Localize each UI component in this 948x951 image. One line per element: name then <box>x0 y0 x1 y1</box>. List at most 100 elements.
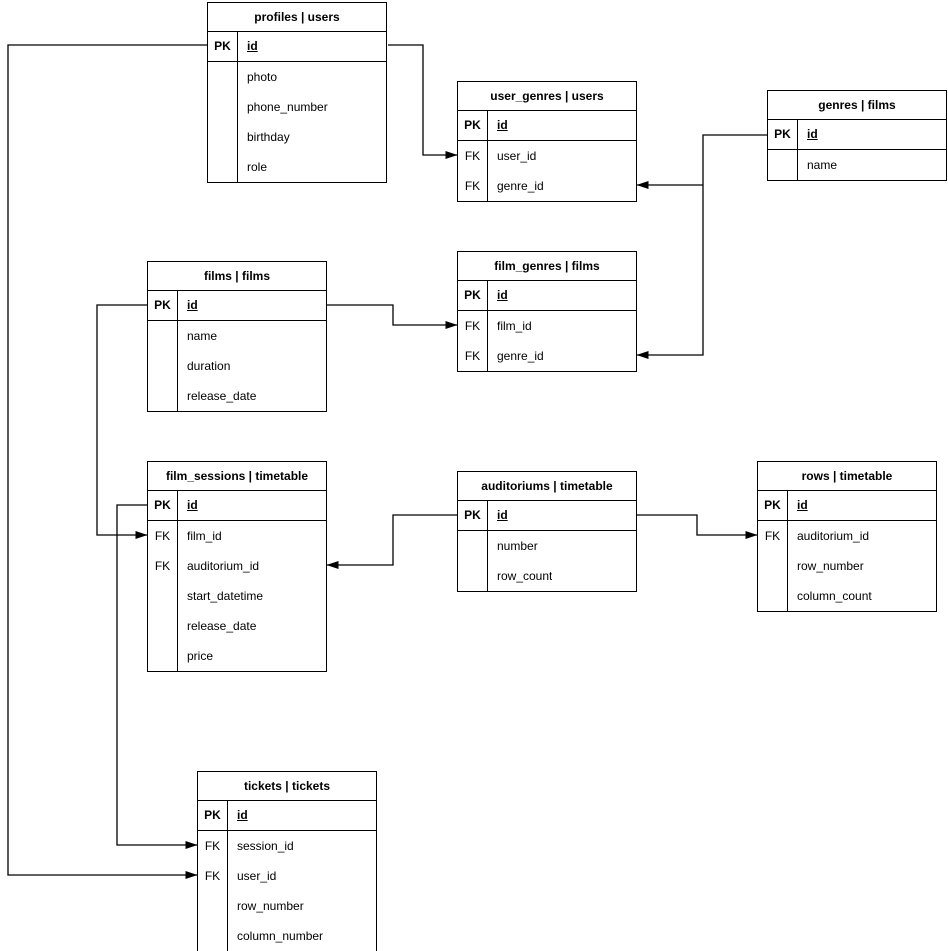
key-label: PK <box>148 491 178 520</box>
attribute-row: PK id <box>768 120 946 150</box>
attribute-row: FK film_id <box>458 311 636 341</box>
entity-genres[interactable]: genres | films PK id name <box>767 90 947 181</box>
attribute-row: name <box>148 321 326 351</box>
attribute-name: role <box>247 160 268 174</box>
entity-title: film_genres | films <box>458 252 636 281</box>
attribute-row: role <box>208 152 386 182</box>
attribute-name: id <box>497 288 508 302</box>
relationship-connector[interactable] <box>96 304 148 539</box>
attribute-row: row_number <box>758 551 936 581</box>
attribute-name: id <box>497 508 508 522</box>
entity-title: genres | films <box>768 91 946 120</box>
attribute-name: row_count <box>497 569 553 583</box>
relationship-connector[interactable] <box>637 514 758 539</box>
key-label <box>208 152 238 182</box>
attribute-row: price <box>148 641 326 671</box>
attribute-row: PK id <box>458 501 636 531</box>
attribute-name: photo <box>247 70 278 84</box>
key-label <box>148 321 178 351</box>
attribute-row: PK id <box>458 111 636 141</box>
key-label <box>208 122 238 152</box>
entity-user-genres[interactable]: user_genres | users PK id FK user_id FK … <box>457 81 637 202</box>
attribute-row: column_count <box>758 581 936 611</box>
relationship-connector[interactable] <box>388 44 458 159</box>
key-label: PK <box>758 491 788 520</box>
attribute-row: row_number <box>198 891 376 921</box>
entity-title: auditoriums | timetable <box>458 472 636 501</box>
attribute-row: FK genre_id <box>458 171 636 201</box>
attribute-name: auditorium_id <box>797 529 870 543</box>
key-label: PK <box>768 120 798 149</box>
key-label: PK <box>198 801 228 830</box>
attribute-name: price <box>187 649 214 663</box>
attribute-row: column_number <box>198 921 376 951</box>
key-label <box>148 641 178 671</box>
key-label <box>458 561 488 591</box>
attribute-row: FK genre_id <box>458 341 636 371</box>
entity-title: tickets | tickets <box>198 772 376 801</box>
attribute-name: number <box>497 539 538 553</box>
key-label: PK <box>458 111 488 140</box>
attribute-name: release_date <box>187 389 257 403</box>
relationship-connector[interactable] <box>7 44 207 879</box>
entity-rows[interactable]: rows | timetable PK id FK auditorium_id … <box>757 461 937 612</box>
attribute-row: number <box>458 531 636 561</box>
relationship-connector[interactable] <box>116 504 198 849</box>
attribute-name: film_id <box>187 529 222 543</box>
attribute-name: release_date <box>187 619 257 633</box>
attribute-name: id <box>187 498 198 512</box>
entity-profiles[interactable]: profiles | users PK id photo phone_numbe… <box>207 2 387 183</box>
attribute-name: id <box>187 298 198 312</box>
key-label <box>198 921 228 951</box>
attribute-row: FK auditorium_id <box>758 521 936 551</box>
attribute-name: session_id <box>237 839 294 853</box>
attribute-name: phone_number <box>247 100 328 114</box>
entity-title: rows | timetable <box>758 462 936 491</box>
key-label <box>148 381 178 411</box>
key-label <box>208 92 238 122</box>
attribute-row: phone_number <box>208 92 386 122</box>
entity-film-sessions[interactable]: film_sessions | timetable PK id FK film_… <box>147 461 327 672</box>
key-label: PK <box>458 501 488 530</box>
attribute-row: FK auditorium_id <box>148 551 326 581</box>
attribute-row: FK session_id <box>198 831 376 861</box>
relationship-connector[interactable] <box>326 514 457 569</box>
attribute-name: genre_id <box>497 349 544 363</box>
attribute-name: column_count <box>797 589 872 603</box>
attribute-name: row_number <box>237 899 304 913</box>
key-label: FK <box>148 521 178 551</box>
attribute-name: start_datetime <box>187 589 264 603</box>
relationship-connector[interactable] <box>327 304 458 329</box>
attribute-name: id <box>797 498 808 512</box>
attribute-name: id <box>807 127 818 141</box>
attribute-name: user_id <box>497 149 537 163</box>
entity-tickets[interactable]: tickets | tickets PK id FK session_id FK… <box>197 771 377 951</box>
entity-films[interactable]: films | films PK id name duration releas… <box>147 261 327 412</box>
attribute-name: id <box>247 39 258 53</box>
attribute-name: id <box>497 118 508 132</box>
attribute-row: PK id <box>208 32 386 62</box>
entity-film-genres[interactable]: film_genres | films PK id FK film_id FK … <box>457 251 637 372</box>
entity-title: films | films <box>148 262 326 291</box>
key-label <box>458 531 488 561</box>
relationship-connector[interactable] <box>636 134 767 359</box>
attribute-name: name <box>807 158 838 172</box>
attribute-row: release_date <box>148 611 326 641</box>
key-label: FK <box>458 171 488 201</box>
attribute-row: PK id <box>758 491 936 521</box>
attribute-name: duration <box>187 359 231 373</box>
key-label: FK <box>458 341 488 371</box>
key-label <box>768 150 798 180</box>
key-label: FK <box>458 311 488 341</box>
attribute-name: film_id <box>497 319 532 333</box>
key-label: FK <box>148 551 178 581</box>
entity-auditoriums[interactable]: auditoriums | timetable PK id number row… <box>457 471 637 592</box>
attribute-row: row_count <box>458 561 636 591</box>
attribute-row: PK id <box>148 491 326 521</box>
key-label <box>148 611 178 641</box>
entity-title: film_sessions | timetable <box>148 462 326 491</box>
attribute-row: start_datetime <box>148 581 326 611</box>
key-label <box>198 891 228 921</box>
